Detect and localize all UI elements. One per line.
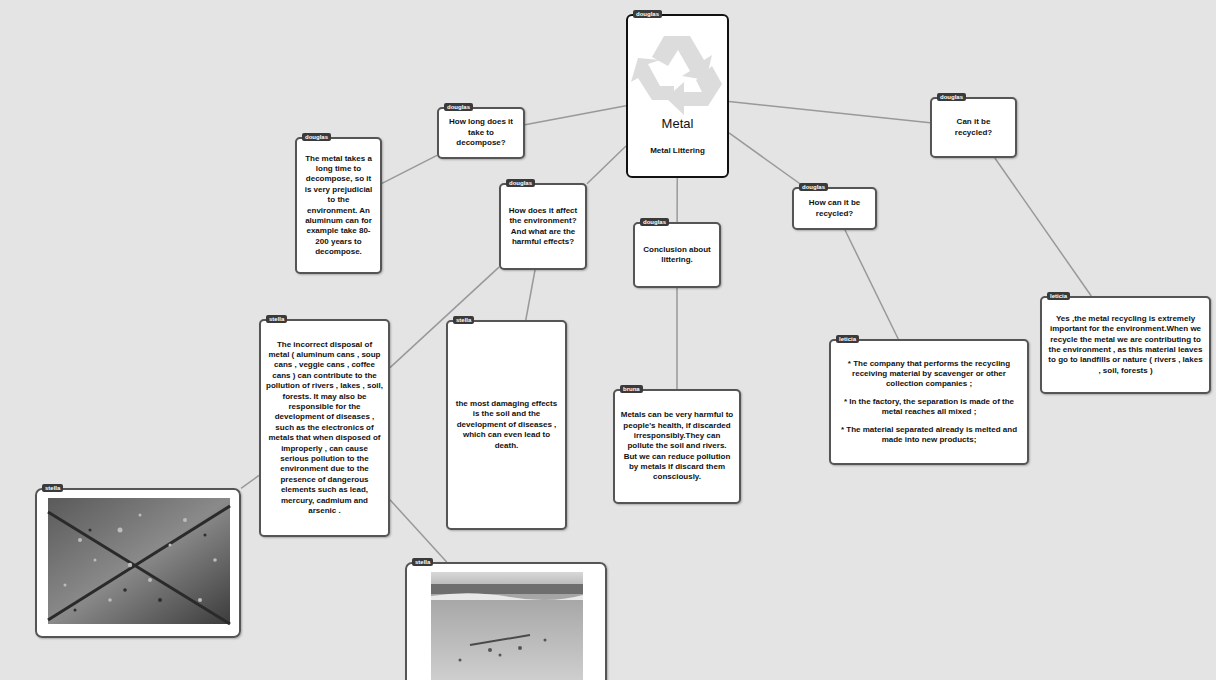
connector-line	[677, 178, 678, 222]
topic-box: stellathe most damaging effects is the s…	[446, 320, 567, 530]
topic-text: * The material separated already is melt…	[836, 425, 1022, 446]
topic-text: How can it be recycled?	[799, 198, 870, 219]
topic-text: Conclusion about littering.	[640, 245, 714, 266]
photo-ground	[405, 562, 607, 680]
topic-text: * The company that performs the recyclin…	[836, 359, 1022, 390]
image-box: stella	[35, 488, 241, 638]
rubble-photo	[48, 498, 230, 624]
connector-line	[995, 158, 1091, 296]
author-tag: douglas	[506, 179, 535, 187]
author-tag: douglas	[640, 218, 669, 226]
central-title: Metal	[662, 116, 694, 132]
author-tag: douglas	[937, 93, 966, 101]
topic-box: douglasHow long does it take to decompos…	[437, 107, 525, 159]
topic-box: douglasHow does it affect the environmen…	[499, 183, 587, 270]
author-tag: douglas	[444, 103, 473, 111]
connector-line	[526, 270, 535, 320]
author-tag: stella	[453, 316, 474, 324]
author-tag: douglas	[302, 133, 331, 141]
topic-text: Metals can be very harmful to people's h…	[620, 410, 734, 483]
connector-line	[241, 475, 259, 488]
central-topic: douglasMetalMetal Littering	[626, 14, 729, 178]
connector-line	[525, 106, 626, 125]
connector-line	[845, 230, 898, 339]
topic-text: Can it be recycled?	[937, 117, 1010, 138]
topic-box: brunaMetals can be very harmful to peopl…	[613, 389, 741, 504]
connector-line	[390, 500, 447, 562]
central-subtitle: Metal Littering	[650, 146, 705, 156]
connector-line	[677, 288, 678, 389]
topic-text: Yes ,the metal recycling is extremely im…	[1047, 314, 1204, 376]
author-tag: stella	[42, 484, 63, 492]
recycle-icon	[631, 36, 722, 115]
author-tag: douglas	[633, 10, 662, 18]
photo-ground	[35, 488, 241, 638]
author-tag: leticia	[836, 335, 859, 343]
topic-text: * In the factory, the separation is made…	[836, 397, 1022, 418]
author-tag: leticia	[1047, 292, 1070, 300]
topic-text: How does it affect the environment? And …	[506, 206, 580, 248]
connector-line	[729, 101, 930, 122]
author-tag: stella	[412, 558, 433, 566]
beach-photo	[431, 572, 583, 680]
connector-line	[729, 133, 804, 187]
topic-box: leticia* The company that performs the r…	[829, 339, 1029, 465]
topic-text: The incorrect disposal of metal ( alumin…	[266, 340, 383, 517]
connector-line	[587, 146, 626, 184]
topic-box: douglasCan it be recycled?	[930, 97, 1017, 158]
topic-box: douglasThe metal takes a long time to de…	[295, 137, 382, 274]
topic-text: the most damaging effects is the soil an…	[453, 399, 560, 451]
central-ground	[626, 14, 729, 178]
author-tag: bruna	[620, 385, 643, 393]
topic-text: How long does it take to decompose?	[444, 117, 518, 148]
author-tag: stella	[266, 315, 287, 323]
author-tag: douglas	[799, 183, 828, 191]
topic-box: leticiaYes ,the metal recycling is extre…	[1040, 296, 1211, 394]
connector-line	[382, 155, 437, 183]
topic-text: The metal takes a long time to decompose…	[302, 154, 375, 258]
topic-box: stellaThe incorrect disposal of metal ( …	[259, 319, 390, 537]
topic-box: douglasHow can it be recycled?	[792, 187, 877, 230]
topic-box: douglasConclusion about littering.	[633, 222, 721, 288]
image-box: stella	[405, 562, 607, 680]
